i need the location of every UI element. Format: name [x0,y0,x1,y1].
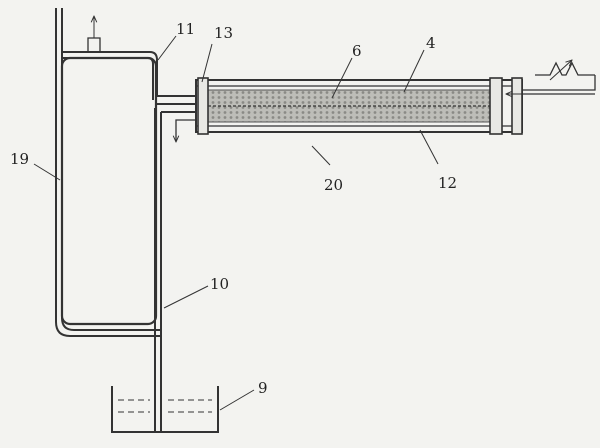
reactor-tube [195,77,523,135]
label-12: 12 [438,174,457,192]
leader-6 [331,57,353,99]
label-4: 4 [426,34,436,52]
left-flange [197,77,209,135]
receiving-tank [111,386,219,433]
leader-13 [201,43,213,83]
drain-pipe-10 [154,108,196,432]
label-9: 9 [258,379,268,397]
label-10: 10 [210,275,229,293]
power-supply [506,60,596,94]
label-19: 19 [10,150,29,168]
resistor-icon [535,61,595,76]
label-13: 13 [214,24,233,42]
right-flange [489,77,503,135]
leader-4 [403,49,425,93]
top-pipe-11 [62,51,196,105]
leader-12 [419,129,439,165]
side-drain [176,119,196,142]
label-11: 11 [176,20,195,38]
main-vessel [60,56,158,326]
label-6: 6 [352,42,362,60]
leader-20 [311,145,331,166]
leader-11 [157,35,177,61]
leader-10 [163,285,209,309]
label-20: 20 [324,176,343,194]
vent-outlet [87,16,101,52]
leader-9 [219,389,255,411]
leader-19 [33,163,61,181]
